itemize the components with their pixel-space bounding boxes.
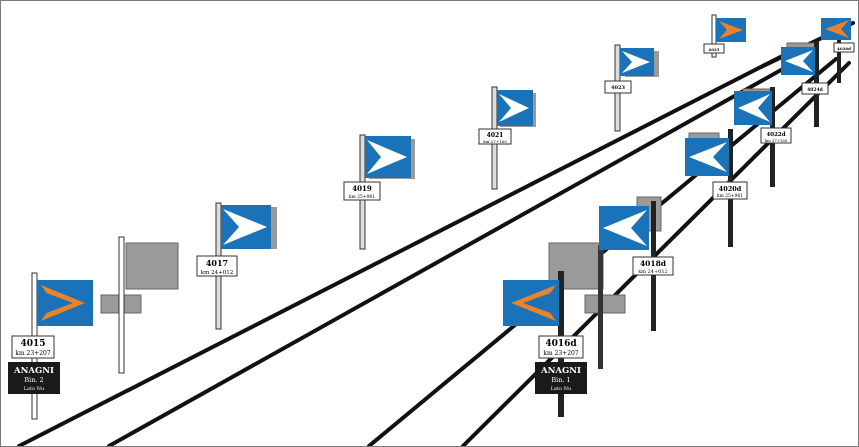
signal-km: km 27+160 [483, 139, 507, 144]
station-bin: Bin. 1 [551, 376, 570, 384]
rail-left-2 [107, 54, 808, 446]
signal-km: km 27+160 [765, 138, 788, 143]
signal-number: 4026d [837, 46, 851, 51]
plate-4026d: 4026d [833, 42, 855, 53]
station-side: Lato Nu [24, 386, 45, 392]
station-side: Lato Nu [551, 386, 572, 392]
signal-km: km 24+012 [201, 270, 233, 276]
white-chevron-icon [738, 94, 770, 122]
plate-4023: 4023 [604, 80, 632, 94]
orange-chevron-icon [825, 20, 849, 38]
plate-4019: 4019 km 25+961 [343, 181, 381, 201]
flags-right [503, 18, 851, 326]
white-chevron-icon [223, 209, 267, 245]
plate-4024d: 4024d [801, 82, 829, 95]
plate-4020d: 4020d km 25+961 [712, 181, 748, 200]
plate-4016d: 4016d km 23+207 [538, 335, 584, 359]
flags-left [37, 18, 746, 326]
signal-number: 4019 [352, 184, 372, 193]
white-chevron-icon [622, 51, 650, 73]
station-name: ANAGNI [13, 366, 54, 376]
station-board-left: ANAGNI Bin. 2 Lato Nu [8, 362, 60, 394]
signal-km: km 23+207 [15, 350, 51, 357]
signal-number: 4015 [20, 339, 45, 349]
signal-km: km 25+961 [349, 194, 376, 200]
flag-4023 [620, 48, 659, 77]
flag-4016d [503, 280, 559, 326]
signal-number: 4022d [766, 132, 785, 138]
signal-number: 4025 [708, 47, 719, 52]
white-chevron-icon [367, 140, 407, 174]
plate-4021: 4021 km 27+160 [478, 128, 512, 145]
signal-number: 4016d [545, 339, 577, 349]
pole [598, 245, 603, 369]
plate-4017: 4017 km 24+012 [196, 255, 238, 277]
signal-number: 4024d [807, 87, 824, 93]
white-chevron-icon [499, 94, 529, 122]
flag-4017 [221, 205, 277, 249]
flag-4015 [37, 280, 93, 326]
station-bin: Bin. 2 [24, 376, 43, 384]
plate-4015: 4015 km 23+207 [11, 335, 55, 359]
signal-number: 4020d [719, 185, 742, 193]
grey-board [125, 242, 179, 290]
signal-number: 4021 [487, 132, 504, 139]
flag-4020d [685, 138, 729, 176]
flag-4026d [821, 18, 851, 40]
flag-4019 [365, 136, 415, 179]
signal-km: km 25+961 [717, 193, 744, 199]
station-boards: ANAGNI Bin. 2 Lato Nu ANAGNI Bin. 1 Lato… [8, 362, 587, 394]
flag-4018d [599, 206, 649, 250]
flag-4024d [781, 47, 815, 75]
plate-4022d: 4022d km 27+160 [760, 127, 792, 144]
signal-km: km 23+207 [543, 350, 579, 357]
signal-km: km 24+012 [638, 269, 667, 275]
pole [118, 236, 125, 374]
flag-4025 [716, 18, 746, 42]
rails [17, 21, 855, 446]
grey-board [584, 294, 626, 314]
rail-left-1 [17, 47, 798, 446]
signal-number: 4017 [206, 258, 228, 268]
number-plates: 4015 km 23+207 4017 km 24+012 4019 km 25… [11, 42, 855, 359]
flag-4022d [734, 91, 772, 125]
flag-4021 [497, 90, 536, 127]
plate-4025: 4025 [703, 43, 725, 54]
station-name: ANAGNI [540, 366, 581, 376]
white-chevron-icon [689, 142, 727, 172]
white-chevron-icon [603, 210, 647, 246]
poles [31, 14, 841, 420]
plate-4018d: 4018d km 24+012 [632, 256, 674, 276]
orange-chevron-icon [719, 21, 743, 39]
station-board-right: ANAGNI Bin. 1 Lato Nu [535, 362, 587, 394]
signal-number: 4023 [611, 85, 625, 91]
white-chevron-icon [785, 50, 813, 72]
signal-number: 4018d [640, 259, 667, 268]
